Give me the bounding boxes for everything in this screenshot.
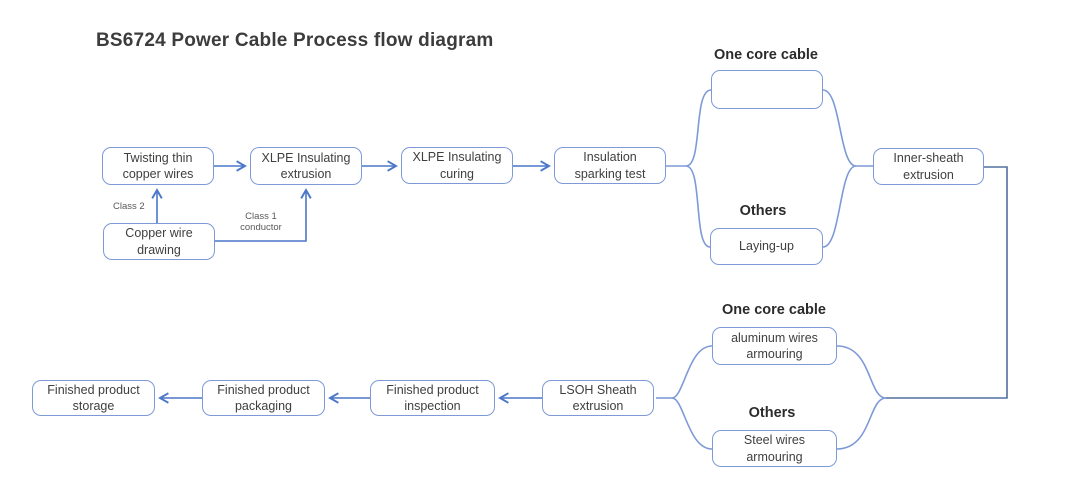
brace-split-to-layingup (685, 165, 711, 248)
brace-route-to-aluminum (836, 345, 887, 399)
node-xlpe-insulating-extrusion: XLPE Insulating extrusion (250, 147, 362, 185)
node-finished-product-packaging: Finished product packaging (202, 380, 325, 416)
node-aluminum-wires-armouring: aluminum wires armouring (712, 327, 837, 365)
brace-onecore-to-merge (822, 89, 857, 167)
node-inner-sheath-extrusion: Inner-sheath extrusion (873, 148, 984, 185)
node-copper-wire-drawing: Copper wire drawing (103, 223, 215, 260)
connector-copper-to-extrusion-class1 (215, 188, 312, 242)
node-one-core-pass-through (711, 70, 823, 109)
node-xlpe-insulating-curing: XLPE Insulating curing (401, 147, 513, 184)
label-one-core-cable-bottom: One core cable (722, 302, 826, 318)
brace-layingup-to-merge (822, 165, 857, 248)
label-class-1-conductor: Class 1 conductor (240, 211, 282, 234)
brace-steel-to-merge (671, 397, 713, 450)
brace-aluminum-to-merge (671, 345, 713, 399)
node-finished-product-storage: Finished product storage (32, 380, 155, 416)
node-finished-product-inspection: Finished product inspection (370, 380, 495, 416)
node-twisting-thin-copper-wires: Twisting thin copper wires (102, 147, 214, 185)
node-insulation-sparking-test: Insulation sparking test (554, 147, 666, 184)
diagram-title: BS6724 Power Cable Process flow diagram (96, 30, 494, 51)
node-laying-up: Laying-up (710, 228, 823, 265)
node-steel-wires-armouring: Steel wires armouring (712, 430, 837, 467)
label-others-top: Others (739, 203, 787, 219)
brace-route-to-steel (836, 397, 887, 450)
label-others-bottom: Others (748, 405, 796, 421)
label-one-core-cable-top: One core cable (714, 47, 818, 63)
node-lsoh-sheath-extrusion: LSOH Sheath extrusion (542, 380, 654, 416)
brace-split-to-onecore-box (685, 89, 712, 167)
connector-innersheath-route-down (886, 166, 1008, 399)
label-class-2: Class 2 (113, 201, 145, 212)
